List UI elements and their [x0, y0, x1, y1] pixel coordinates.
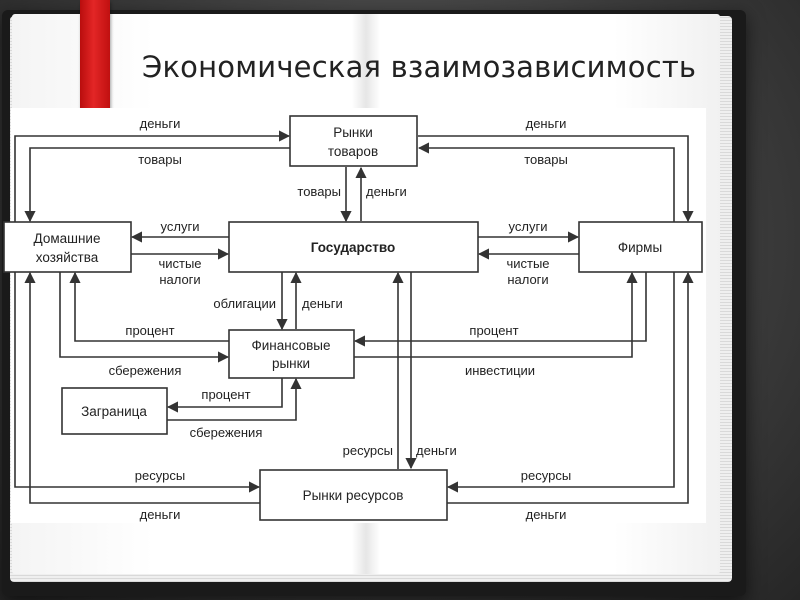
label-interest-right: процент [469, 323, 518, 338]
arrow-money-households-to-goods [14, 130, 291, 222]
arrow-investment-to-firms [354, 271, 638, 358]
box-financial-markets-line2: рынки [272, 356, 310, 371]
arrow-interest-to-abroad [166, 378, 283, 413]
label-net-taxes-left-2: налоги [159, 272, 200, 287]
box-abroad-label: Заграница [81, 404, 147, 419]
label-money-bottom-right: деньги [526, 507, 567, 522]
arrow-resources-market-to-firms [446, 272, 675, 493]
box-government-label: Государство [311, 240, 396, 255]
arrow-interest-to-fin [353, 272, 647, 347]
label-money-fin: деньги [302, 296, 343, 311]
label-goods-top-right: товары [524, 152, 568, 167]
label-interest-left: процент [125, 323, 174, 338]
arrow-money-firms-to-market [447, 271, 694, 504]
box-abroad: Заграница [61, 387, 168, 435]
label-money-top-left: деньги [140, 116, 181, 131]
label-resources-left: ресурсы [135, 468, 185, 483]
label-net-taxes-right-2: налоги [507, 272, 548, 287]
box-financial-markets-line1: Финансовые [251, 338, 330, 353]
box-households-line2: хозяйства [36, 250, 99, 265]
label-money-bottom-left: деньги [140, 507, 181, 522]
slide-title: Экономическая взаимозависимость [142, 50, 697, 84]
arrow-interest-to-households [69, 271, 229, 342]
arrow-savings-to-fin [59, 272, 230, 363]
label-bonds: облигации [213, 296, 276, 311]
arrow-money-goods-to-firms [418, 135, 694, 223]
label-net-taxes-left-1: чистые [158, 256, 201, 271]
label-resources-center: ресурсы [343, 443, 393, 458]
label-savings-left: сбережения [109, 363, 182, 378]
box-firms: Фирмы [578, 221, 703, 273]
box-resource-markets: Рынки ресурсов [259, 469, 448, 521]
label-money-top-right: деньги [526, 116, 567, 131]
label-goods-top-left: товары [138, 152, 182, 167]
box-firms-label: Фирмы [618, 240, 662, 255]
box-goods-markets-line1: Рынки [333, 125, 373, 140]
arrow-goods-to-households [24, 147, 290, 223]
label-interest-abroad: процент [201, 387, 250, 402]
arrow-money-market-to-households [24, 271, 260, 504]
box-resource-markets-label: Рынки ресурсов [303, 488, 404, 503]
bookmark-ribbon [80, 0, 110, 120]
arrow-resources-households-to-market [14, 272, 261, 493]
label-money-res-center: деньги [416, 443, 457, 458]
label-money-center: деньги [366, 184, 407, 199]
box-households-line1: Домашние [34, 231, 101, 246]
box-households: Домашние хозяйства [3, 221, 132, 273]
arrow-savings-abroad-to-fin [167, 377, 302, 421]
box-goods-markets-line2: товаров [328, 144, 378, 159]
label-net-taxes-right-1: чистые [506, 256, 549, 271]
label-savings-abroad: сбережения [190, 425, 263, 440]
box-government: Государство [228, 221, 479, 273]
label-resources-right: ресурсы [521, 468, 571, 483]
box-goods-markets: Рынки товаров [289, 115, 418, 167]
label-services-left: услуги [161, 219, 200, 234]
label-investment: инвестиции [465, 363, 535, 378]
box-financial-markets: Финансовые рынки [228, 329, 355, 379]
arrow-goods-firms-to-goods [417, 142, 675, 222]
label-goods-center: товары [297, 184, 341, 199]
label-services-right: услуги [509, 219, 548, 234]
